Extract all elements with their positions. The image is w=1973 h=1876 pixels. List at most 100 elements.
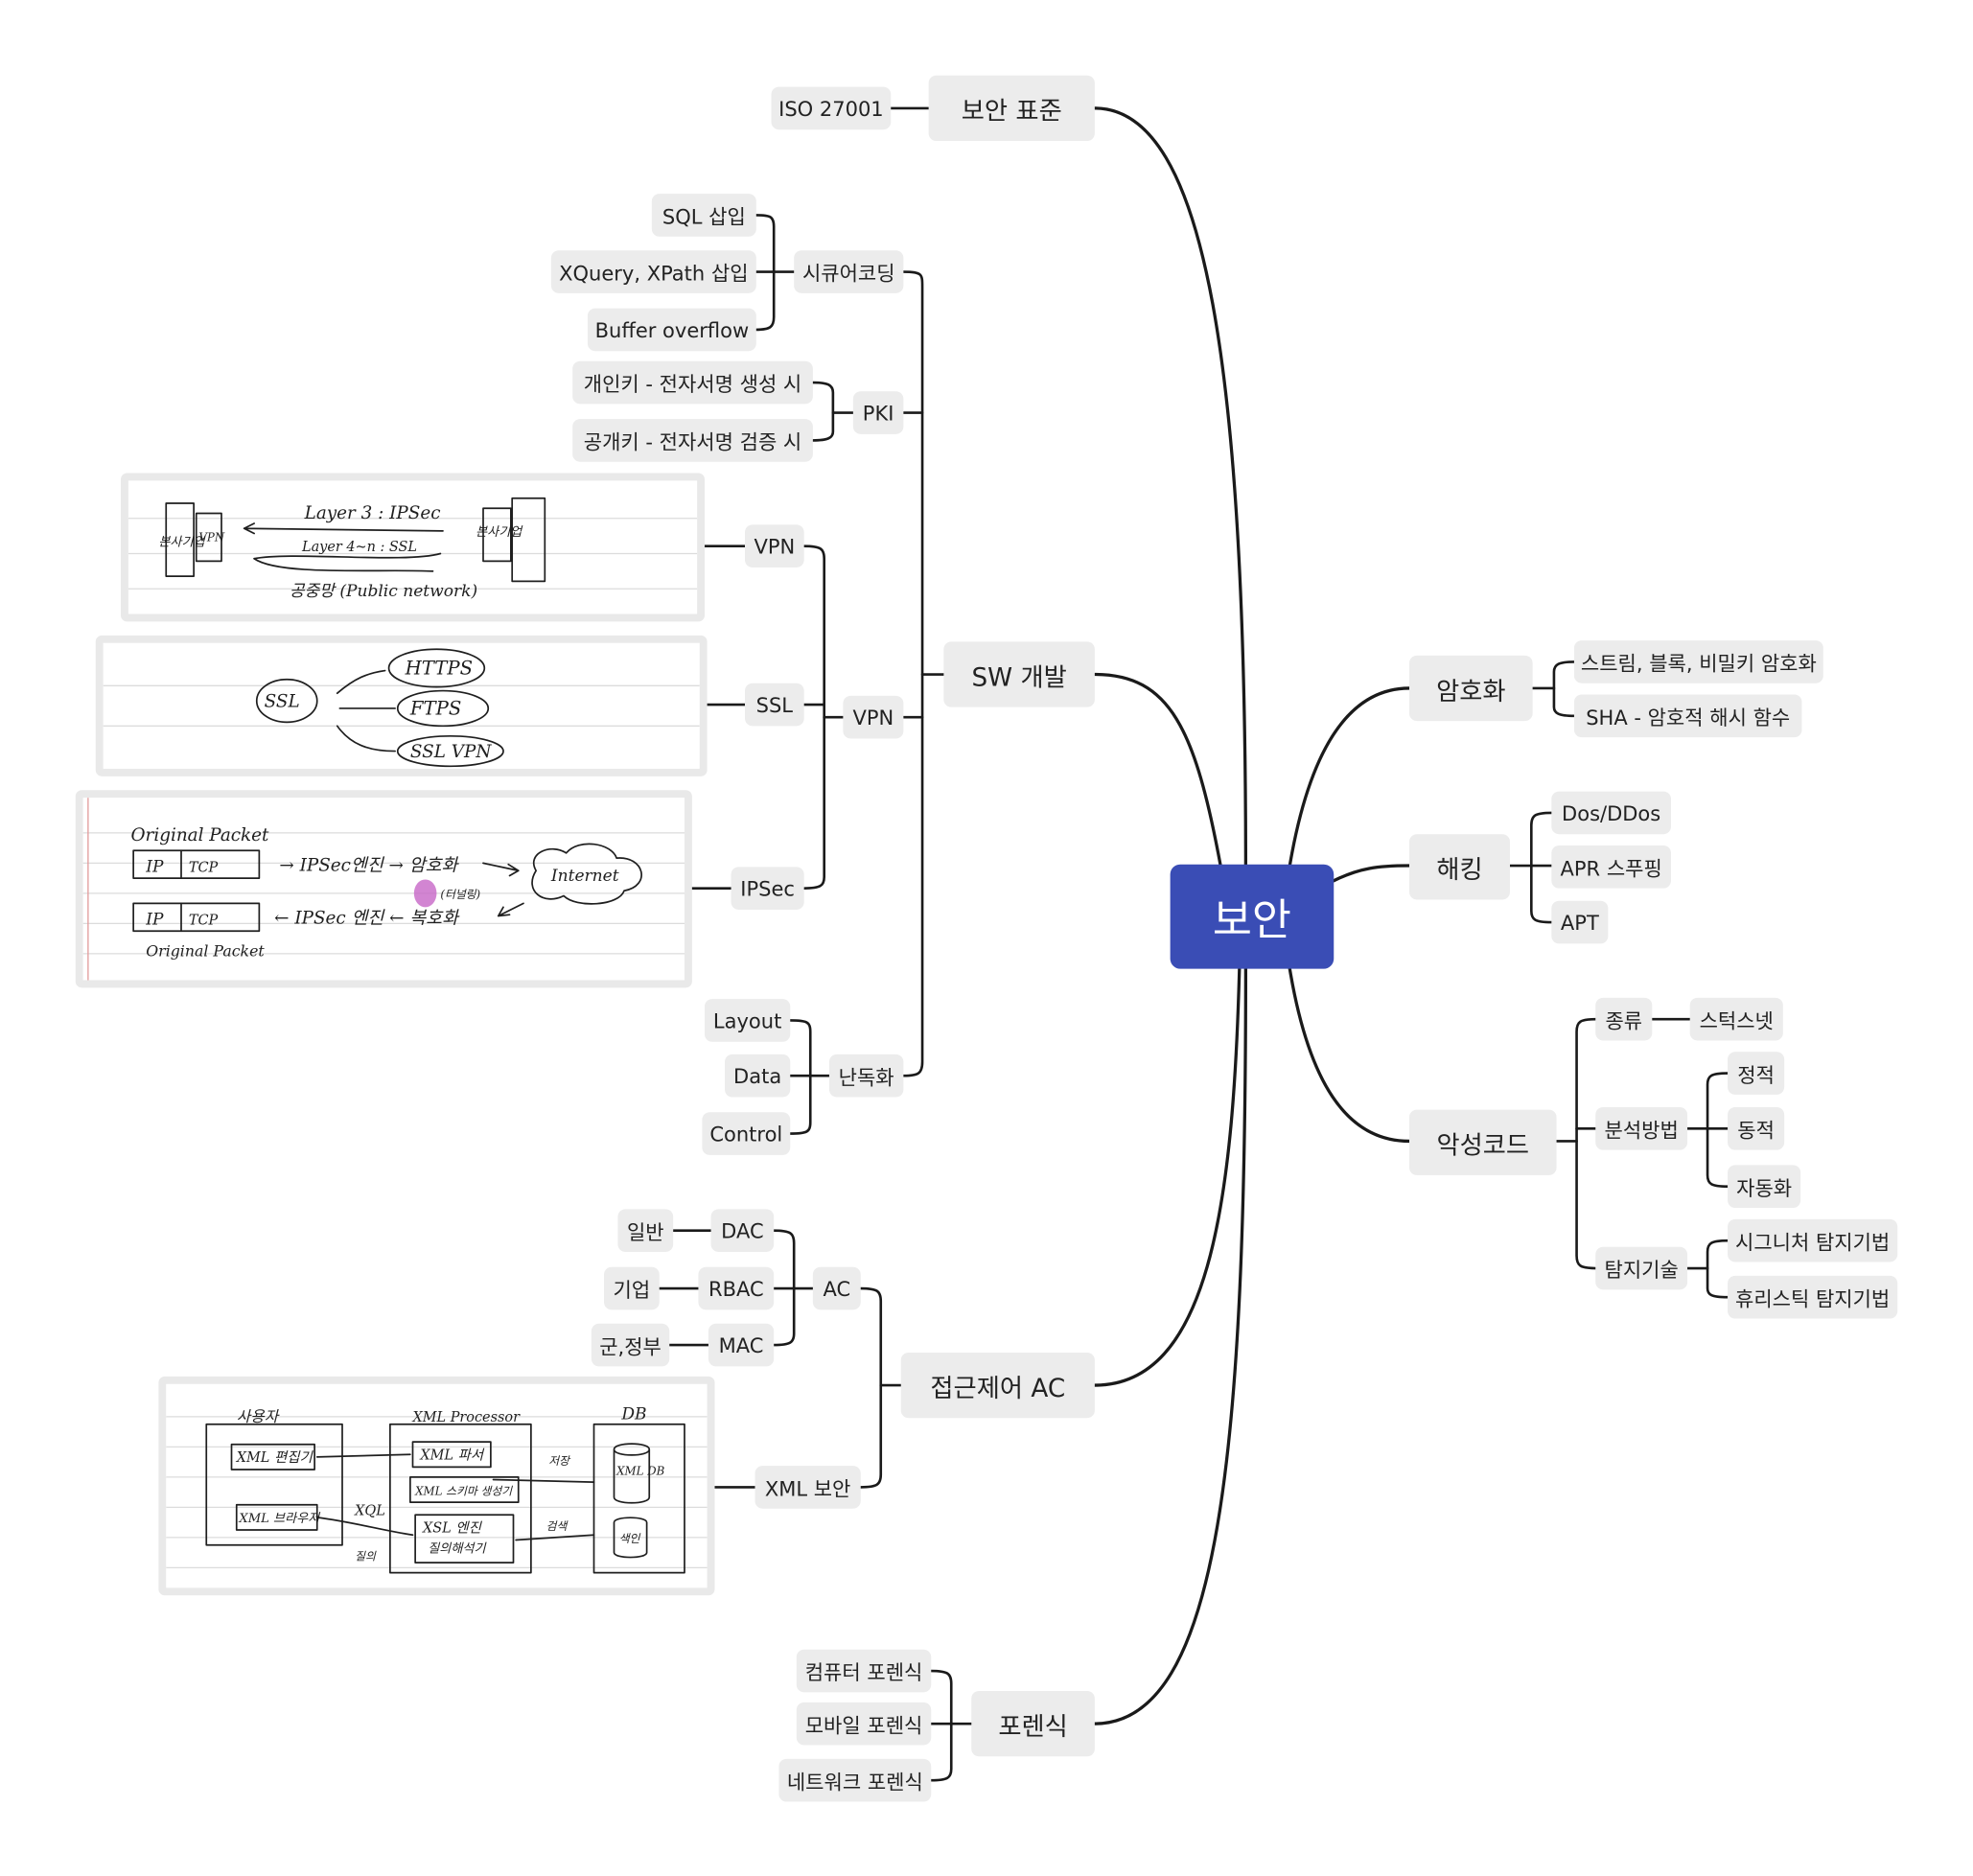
node-analysis-methods[interactable]: 분석방법 [1595, 1107, 1688, 1150]
node-ssl[interactable]: SSL [745, 683, 804, 727]
sketch-xml-browser: XML 브라우저 [238, 1512, 321, 1526]
node-pki[interactable]: PKI [852, 391, 904, 434]
node-mobile-forensics[interactable]: 모바일 포렌식 [796, 1702, 932, 1746]
node-dos-ddos[interactable]: Dos/DDos [1551, 791, 1671, 835]
sketch-vpn-diagram[interactable]: 본사기업 VPN 본사기업 Layer 3 : IPSec Layer 4~n … [121, 473, 705, 622]
sketch-vpn-left-label: 본사기업 [158, 536, 206, 550]
node-public-key[interactable]: 공개키 - 전자서명 검증 시 [572, 419, 813, 462]
node-heuristic-detection[interactable]: 휴리스틱 탐지기법 [1728, 1275, 1898, 1319]
sketch-vpn-line1: Layer 3 : IPSec [304, 503, 441, 523]
branch-security-standard[interactable]: 보안 표준 [928, 75, 1095, 141]
sketch-xml-processor: XML Processor [412, 1410, 522, 1425]
node-static-analysis[interactable]: 정적 [1728, 1052, 1785, 1095]
node-signature-detection[interactable]: 시그니처 탐지기법 [1728, 1218, 1898, 1262]
edge-root-hacking [1332, 864, 1411, 883]
sketch-xml-db: DB [620, 1405, 646, 1424]
sketch-ssl-https: HTTPS [405, 658, 473, 680]
sketch-xml-editor: XML 편집기 [236, 1450, 314, 1466]
sketch-xml-query-parser: 질의해석기 [428, 1542, 487, 1557]
node-iso-27001[interactable]: ISO 27001 [771, 86, 892, 130]
node-vpn-group[interactable]: VPN [843, 695, 904, 739]
sketch-ipsec-tunnel: (터널링) [440, 888, 480, 901]
node-symmetric-encryption[interactable]: 스트림, 블록, 비밀키 암호화 [1573, 640, 1823, 683]
branch-malware[interactable]: 악성코드 [1409, 1109, 1557, 1175]
edge-root-standard [1093, 106, 1248, 868]
node-arp-spoofing[interactable]: APR 스푸핑 [1551, 845, 1671, 889]
sketch-vpn-right-label: 본사기업 [476, 525, 523, 540]
node-automated-analysis[interactable]: 자동화 [1728, 1165, 1801, 1208]
node-malware-types[interactable]: 종류 [1595, 997, 1653, 1041]
node-network-forensics[interactable]: 네트워크 포렌식 [778, 1758, 932, 1802]
node-military-government[interactable]: 군,정부 [591, 1323, 670, 1367]
node-apt[interactable]: APT [1551, 900, 1609, 944]
node-layout[interactable]: Layout [705, 999, 791, 1042]
node-private-key[interactable]: 개인키 - 전자서명 생성 시 [572, 360, 813, 405]
node-dynamic-analysis[interactable]: 동적 [1728, 1107, 1785, 1150]
edge-root-forensic [1093, 966, 1248, 1725]
node-computer-forensics[interactable]: 컴퓨터 포렌식 [796, 1649, 932, 1693]
sketch-ssl-vpn: SSL VPN [410, 742, 492, 762]
sketch-xml-xmldb: XML DB [615, 1464, 665, 1477]
node-dac[interactable]: DAC [710, 1209, 775, 1252]
sketch-ipsec-step2: ← IPSec 엔진 ← 복호화 [274, 908, 460, 928]
sketch-xml-xql: XQL [354, 1503, 385, 1518]
sketch-xml-search: 검색 [546, 1519, 569, 1533]
sketch-xml-query: 질의 [355, 1550, 377, 1563]
branch-forensics[interactable]: 포렌식 [971, 1691, 1095, 1757]
node-obfuscation[interactable]: 난독화 [828, 1054, 904, 1098]
node-secure-coding[interactable]: 시큐어코딩 [794, 250, 904, 293]
sketch-ssl-center: SSL [265, 692, 300, 712]
sketch-xml-parser: XML 파서 [419, 1448, 484, 1464]
sketch-xml-store: 저장 [548, 1454, 571, 1468]
node-ipsec[interactable]: IPSec [731, 867, 804, 910]
sketch-vpn-line2: Layer 4~n : SSL [301, 540, 417, 555]
node-enterprise[interactable]: 기업 [604, 1266, 660, 1310]
branch-sw-development[interactable]: SW 개발 [943, 641, 1095, 707]
sketch-ipsec-ip-2: IP [145, 911, 164, 930]
node-detection-techniques[interactable]: 탐지기술 [1595, 1246, 1688, 1290]
sketch-vpn-line3: 공중망 (Public network) [290, 582, 477, 601]
node-xml-security[interactable]: XML 보안 [754, 1466, 861, 1509]
node-stuxnet[interactable]: 스턱스넷 [1689, 997, 1783, 1041]
sketch-ipsec-cloud: Internet [550, 867, 619, 886]
node-xquery-injection[interactable]: XQuery, XPath 삽입 [550, 250, 756, 293]
sketch-ssl-drawing: SSL HTTPS FTPS SSL VPN [103, 642, 700, 769]
sketch-xml-drawing: 사용자 XML Processor DB XML 편집기 XML 브라우저 XM… [166, 1383, 708, 1588]
branch-access-control[interactable]: 접근제어 AC [900, 1352, 1095, 1419]
edge-root-crypto [1288, 686, 1411, 868]
sketch-ipsec-step1: → IPSec엔진 → 암호화 [279, 855, 459, 875]
sketch-ipsec-drawing: Original Packet IP TCP → IPSec엔진 → 암호화 (… [82, 798, 685, 981]
node-rbac[interactable]: RBAC [698, 1266, 775, 1310]
node-control[interactable]: Control [702, 1112, 791, 1155]
edge-root-ac [1093, 966, 1242, 1387]
sketch-ssl-diagram[interactable]: SSL HTTPS FTPS SSL VPN [95, 635, 708, 776]
sketch-xml-xsl: XSL 엔진 [422, 1521, 483, 1537]
sketch-ipsec-bottom-label: Original Packet [146, 942, 265, 961]
node-ac[interactable]: AC [812, 1266, 861, 1310]
sketch-ssl-ftps: FTPS [409, 698, 461, 720]
sketch-xml-security-diagram[interactable]: 사용자 XML Processor DB XML 편집기 XML 브라우저 XM… [158, 1376, 715, 1596]
edge-root-malware [1288, 966, 1411, 1144]
node-sql-injection[interactable]: SQL 삽입 [651, 194, 756, 237]
node-sha-hash[interactable]: SHA - 암호적 해시 함수 [1573, 694, 1802, 738]
branch-hacking[interactable]: 해킹 [1409, 834, 1510, 900]
sketch-xml-user: 사용자 [237, 1407, 280, 1425]
sketch-ipsec-tcp-2: TCP [189, 914, 219, 929]
node-buffer-overflow[interactable]: Buffer overflow [587, 308, 756, 352]
sketch-ipsec-diagram[interactable]: Original Packet IP TCP → IPSec엔진 → 암호화 (… [75, 790, 692, 988]
sketch-ipsec-top-label: Original Packet [131, 825, 270, 845]
sketch-xml-schema: XML 스키마 생성기 [414, 1484, 513, 1497]
sketch-vpn-tag: VPN [198, 530, 224, 544]
node-data[interactable]: Data [725, 1054, 791, 1098]
sketch-vpn-drawing: 본사기업 VPN 본사기업 Layer 3 : IPSec Layer 4~n … [128, 480, 698, 614]
edge-root-sw [1093, 672, 1222, 868]
node-general[interactable]: 일반 [617, 1209, 674, 1252]
node-mac[interactable]: MAC [708, 1323, 775, 1367]
root-node[interactable]: 보안 [1170, 864, 1335, 969]
branch-cryptography[interactable]: 암호화 [1409, 655, 1533, 722]
node-vpn[interactable]: VPN [745, 524, 804, 567]
sketch-xml-index: 색인 [619, 1532, 641, 1545]
sketch-ipsec-ip-1: IP [145, 858, 164, 877]
